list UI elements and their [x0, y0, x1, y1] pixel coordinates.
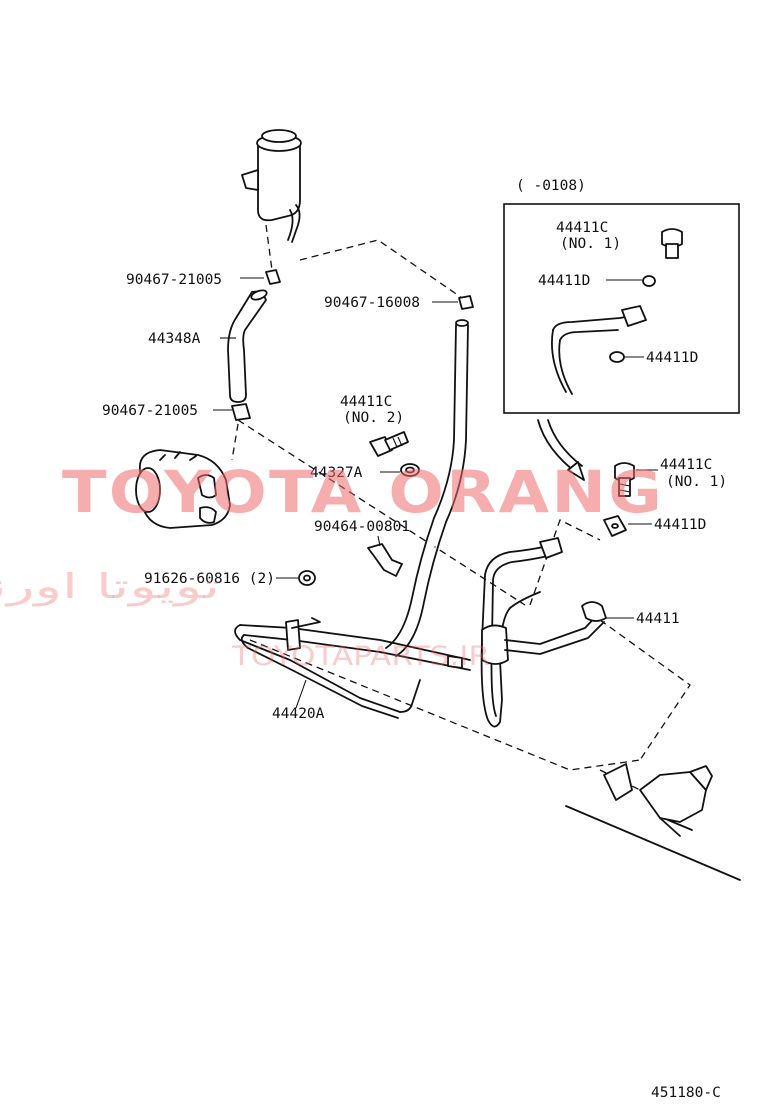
watermark: TOYOTA ORANG تویوتا اورنگ TOYOTAPARTS.IR: [0, 458, 664, 672]
label-union-bolt-no1-sub: (NO. 1): [666, 474, 727, 490]
label-union-bolt-no1: 44411C: [660, 457, 712, 473]
label-clamp-90464: 90464-00801: [314, 519, 410, 535]
label-gasket-44411d: 44411D: [654, 517, 706, 533]
label-inset-bolt: 44411C: [556, 220, 608, 236]
dashed-guides: [231, 224, 691, 801]
union-bolt-no1: [614, 462, 658, 497]
inset-arrow: [537, 419, 585, 481]
clamp-lower: [213, 403, 251, 421]
label-inset-gasket-lower: 44411D: [646, 350, 698, 366]
label-inset-gasket-upper: 44411D: [538, 273, 590, 289]
watermark-site: TOYOTAPARTS.IR: [231, 641, 490, 672]
label-tube-assy: 44420A: [272, 706, 325, 722]
nut-91626: [276, 570, 316, 586]
gasket-44411d: [603, 515, 652, 537]
figure-code: 451180-C: [651, 1085, 721, 1101]
watermark-main: TOYOTA ORANG: [62, 458, 664, 526]
label-inset-bolt-sub: (NO. 1): [560, 236, 621, 252]
tube-assy-44420a: [234, 617, 471, 719]
label-union-bolt-no2: 44411C: [340, 394, 392, 410]
inset-box: [503, 203, 740, 414]
return-hose-vertical: [385, 295, 474, 657]
label-gasket-44327a: 44327A: [310, 465, 363, 481]
label-clamp-upper: 90467-21005: [126, 272, 222, 288]
label-nut: 91626-60816 (2): [144, 571, 275, 587]
power-steering-pump: [135, 449, 231, 529]
reservoir-tank: [241, 129, 302, 243]
union-bolt-no2: [369, 431, 409, 457]
label-union-bolt-no2-sub: (NO. 2): [343, 410, 404, 426]
part-labels: 90467-21005 44348A 90467-21005 90467-160…: [102, 178, 727, 1101]
label-clamp-lower: 90467-21005: [102, 403, 198, 419]
clamp-upper: [240, 269, 281, 285]
inset-title: ( -0108): [516, 178, 586, 194]
watermark-persian: تویوتا اورنگ: [0, 567, 220, 607]
steering-gear-box: [565, 763, 741, 881]
label-pressure-tube: 44411: [636, 611, 680, 627]
gasket-44327a: [380, 463, 420, 477]
label-clamp-right: 90467-16008: [324, 295, 420, 311]
hose-44348a: [220, 289, 268, 403]
label-hose-44348a: 44348A: [148, 331, 201, 347]
pressure-tube-44411: [480, 537, 634, 728]
clamp-90464: [367, 535, 403, 577]
